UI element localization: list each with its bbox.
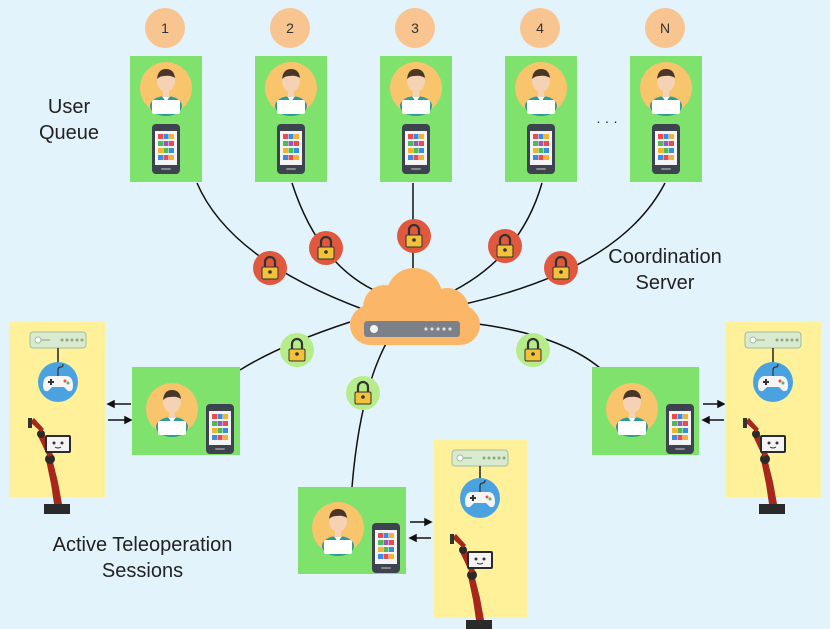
queue-ellipsis: · · ·	[596, 113, 618, 129]
phone-icon	[527, 124, 555, 174]
queue-number-2: 2	[270, 8, 310, 48]
phone-icon	[372, 523, 400, 573]
phone-icon	[666, 404, 694, 454]
user-queue-label: User Queue	[14, 94, 124, 146]
router-icon	[451, 449, 509, 467]
queue-number-n: N	[645, 8, 685, 48]
session-link-bottom	[351, 339, 389, 488]
phone-icon	[652, 124, 680, 174]
router-icon	[744, 331, 802, 349]
queue-user-card-3	[380, 56, 452, 182]
coordination-server-label: Coordination Server	[590, 244, 740, 296]
active-user-card-right	[592, 367, 699, 455]
queue-user-card-1	[130, 56, 202, 182]
queue-user-card-2	[255, 56, 327, 182]
phone-icon	[152, 124, 180, 174]
robot-panel-bottom	[434, 440, 527, 629]
user-queue-line-2: Queue	[38, 122, 100, 144]
queue-user-card-n	[630, 56, 702, 182]
active-sessions-label: Active Teleoperation Sessions	[25, 532, 260, 584]
lock-icon	[280, 333, 314, 367]
lock-icon	[488, 229, 522, 263]
router-icon	[29, 331, 87, 349]
queue-user-card-4	[505, 56, 577, 182]
queue-link-1	[196, 182, 366, 311]
robot-panel-right	[725, 322, 821, 515]
gamepad-icon	[37, 361, 79, 403]
queue-number-1: 1	[145, 8, 185, 48]
robot-panel-left	[9, 322, 105, 515]
active-sessions-line-1: Active Teleoperation	[52, 534, 233, 556]
session-arrows	[106, 399, 726, 543]
session-link-right	[477, 323, 601, 369]
coordination-server-line-1: Coordination	[608, 246, 722, 268]
lock-icon	[346, 376, 380, 410]
lock-icon	[544, 251, 578, 285]
active-sessions-line-2: Sessions	[101, 560, 184, 582]
lock-icon	[253, 251, 287, 285]
gamepad-icon	[752, 361, 794, 403]
user-queue-line-1: User	[47, 96, 91, 118]
lock-icon	[516, 333, 550, 367]
cloud-server-icon	[350, 268, 480, 345]
active-user-card-left	[132, 367, 240, 455]
queue-link-n	[459, 182, 666, 306]
phone-icon	[206, 404, 234, 454]
active-user-card-bottom	[298, 487, 406, 574]
coordination-server-line-2: Server	[635, 272, 695, 294]
phone-icon	[402, 124, 430, 174]
lock-icon	[397, 219, 431, 253]
gamepad-icon	[459, 477, 501, 519]
queue-number-4: 4	[520, 8, 560, 48]
lock-icon	[309, 231, 343, 265]
queue-number-3: 3	[395, 8, 435, 48]
phone-icon	[277, 124, 305, 174]
